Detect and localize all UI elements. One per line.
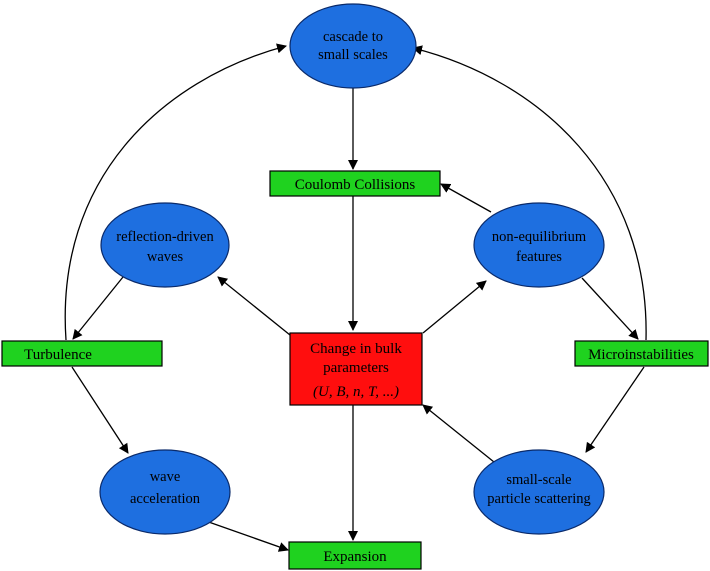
edges [64, 43, 647, 552]
node-center-line-2: parameters [323, 360, 389, 376]
node-coulomb-collisions: Coulomb Collisions [269, 170, 441, 197]
edge-microinstabilities-to-cascade [412, 45, 647, 341]
node-turbulence: Turbulence [1, 340, 163, 367]
node-nonequilibrium-line-2: features [516, 249, 562, 265]
node-expansion: Expansion [288, 541, 422, 570]
edge-nonequilibrium-to-coulomb [440, 183, 492, 213]
node-cascade-line-1: cascade to [323, 29, 383, 45]
node-microinstabilities: Microinstabilities [574, 340, 709, 367]
node-microinstabilities-label: Microinstabilities [588, 347, 694, 363]
node-wave-accel-line-1: wave [150, 469, 181, 485]
node-reflection-driven-waves: reflection-driven waves [100, 202, 230, 288]
edge-nonequilibrium-to-microinstabilities [581, 277, 639, 340]
edge-center-to-nonequilibrium [422, 280, 487, 334]
node-reflection-line-1: reflection-driven [116, 229, 214, 245]
node-change-in-bulk-parameters: Change in bulk parameters (U, B, n, T, .… [289, 332, 423, 406]
node-center-params: (U, B, n, T, ...) [313, 384, 399, 400]
node-nonequilibrium-line-1: non-equilibrium [492, 229, 587, 245]
node-coulomb-label: Coulomb Collisions [295, 177, 416, 193]
node-turbulence-label: Turbulence [24, 347, 92, 363]
node-center-line-1: Change in bulk [310, 341, 402, 357]
edge-turbulence-to-cascade [64, 43, 287, 341]
node-wave-accel-line-2: acceleration [130, 491, 201, 507]
node-non-equilibrium-features: non-equilibrium features [473, 202, 605, 288]
node-scattering-line-1: small-scale [506, 472, 571, 488]
edge-turbulence-to-wave-acceleration [71, 366, 129, 454]
node-small-scale-particle-scattering: small-scale particle scattering [473, 449, 605, 535]
node-cascade-to-small-scales: cascade to small scales [289, 3, 417, 89]
node-expansion-label: Expansion [323, 549, 387, 565]
node-reflection-line-2: waves [147, 249, 184, 265]
edge-scattering-to-center [422, 404, 495, 463]
edge-reflection-to-turbulence [72, 276, 124, 340]
node-scattering-line-2: particle scattering [487, 491, 590, 507]
edge-microinstabilities-to-scattering [585, 366, 645, 453]
node-cascade-line-2: small scales [318, 47, 388, 63]
node-wave-acceleration: wave acceleration [99, 449, 231, 535]
edge-wave-acceleration-to-expansion [202, 519, 289, 552]
edge-center-to-reflection [217, 276, 291, 336]
